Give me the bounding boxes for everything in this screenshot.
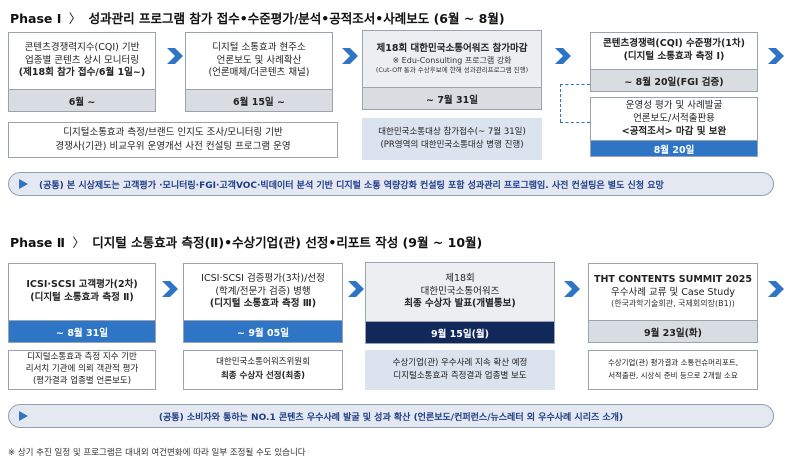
phase1-consulting-box: 디지털소통효과 측정/브랜드 인지도 조사/모니터링 기반 경쟁사(기관) 비교… <box>8 122 338 158</box>
step-text: 업종별 콘텐츠 상시 모니터링 <box>25 54 139 66</box>
phase1-step-report: 운영성 평가 및 사례발굴 언론보도/서적출판용 <공적조서> 마감 및 보완 … <box>590 97 758 157</box>
phase1-intake-box: 대한민국소통대상 참가접수(~ 7월 31일) (PR영역의 대한민국소통대상 … <box>362 118 542 160</box>
step-text: 최종 수상자 발표(개별통보) <box>404 298 516 310</box>
step-text: 언론보도/서적출판용 <box>633 112 715 124</box>
phase2-heading: 디지털 소통효과 측정(Ⅱ)•수상기업(관) 선정•리포트 작성 (9월 ~ 1… <box>92 235 483 250</box>
phase2-sub-research: 디지털소통효과 측정 지수 기반 리서치 기관에 의뢰 객관적 평가 (평가결과… <box>8 350 156 390</box>
step-date: 9월 15일(월) <box>366 321 554 343</box>
phase1-common-banner: (공통) 본 시상제도는 고객평가 ·모니터링·FGI·고객VOC·빅데이터 분… <box>8 172 774 196</box>
info-text: 대한민국소통어워즈위원회 <box>216 357 310 368</box>
triangle-right-icon <box>19 411 28 421</box>
step-text: (학계/전문가 검증) 병행 <box>215 285 311 297</box>
phase1-step-deadline: 제18회 대한민국소통어워즈 참가마감 ※ Edu-Consulting 프로그… <box>362 30 542 110</box>
step-text: THT CONTENTS SUMMIT 2025 <box>594 273 752 285</box>
step-date: ~ 8월 20일(FGI 검증) <box>591 69 757 91</box>
step-date: ~ 7월 31일 <box>363 87 541 109</box>
info-text: 경쟁사(기관) 비교우위 운영개선 사전 컨설팅 프로그램 운영 <box>55 141 291 152</box>
phase2-sub-spread: 수상기업(관) 우수사례 지속 확산 예정 디지털소통효과 측정결과 업종별 보… <box>365 350 555 390</box>
step-text: (한국과학기술회관, 국제회의장(B1)) <box>611 299 735 309</box>
info-text: 수상기업(관) 평가결과 소통컨슈머리포트, <box>607 358 739 368</box>
step-text: (디지털 소통효과 측정 Ⅲ) <box>209 298 317 310</box>
step-text: 콘텐츠경쟁력(CQI) 수준평가(1차) <box>602 38 745 50</box>
phase1-title: Phase Ⅰ 〉 성과관리 프로그램 참가 접수•수준평가/분석•공적조서•사… <box>10 8 505 27</box>
phase2-step-summit: THT CONTENTS SUMMIT 2025 우수사례 교류 및 Case … <box>588 263 758 343</box>
info-text: (평가결과 업종별 언론보도) <box>32 375 132 386</box>
step-text: 제18회 대한민국소통어워즈 참가마감 <box>376 42 528 54</box>
banner-text: (공통) 본 시상제도는 고객평가 ·모니터링·FGI·고객VOC·빅데이터 분… <box>39 180 664 191</box>
connector-line <box>560 122 590 123</box>
phase2-sub-committee: 대한민국소통어워즈위원회 최종 수상자 선정(최종) <box>183 350 343 390</box>
info-text: 서적출판, 시상식 준비 등으로 2개월 소요 <box>608 371 738 380</box>
info-text: 수상기업(관) 우수사례 지속 확산 예정 <box>392 357 528 368</box>
step-text: 디지털 소통효과 현주소 <box>212 41 306 53</box>
step-text: (언론매체/더콘텐츠 채널) <box>208 67 310 79</box>
connector-line <box>560 84 561 122</box>
info-text: 디지털소통효과 측정결과 업종별 보도 <box>393 371 527 381</box>
step-text: 대한민국소통어워즈 <box>420 285 500 297</box>
chevron-right-icon: 〉 <box>68 11 82 26</box>
info-text: 디지털소통효과 측정 지수 기반 <box>27 352 137 363</box>
step-text: (디지털 소통효과 측정 Ⅰ) <box>623 51 725 62</box>
step-text: ※ Edu-Consulting 프로그램 강화 <box>392 55 512 65</box>
step-text: 운영성 평가 및 사례발굴 <box>625 100 723 111</box>
info-text: (PR영역의 대한민국소통대상 병행 진행) <box>380 140 524 150</box>
info-text: 디지털소통효과 측정/브랜드 인지도 조사/모니터링 기반 <box>63 127 283 139</box>
step-date: 9월 23일(화) <box>589 320 757 342</box>
step-text: <공적조서> 마감 및 보완 <box>621 125 727 137</box>
step-text: ICSI·SCSI 고객평가(2차) <box>26 279 138 291</box>
step-date: ~ 8월 31일 <box>9 320 155 342</box>
step-text: ICSI·SCSI 검증평가(3차)/선정 <box>201 272 325 284</box>
step-text: 언론보도 및 사례확산 <box>216 54 302 66</box>
step-date: 6월 15일 ~ <box>186 89 332 111</box>
step-text: 제18회 <box>445 272 475 284</box>
chevron-right-icon: 〉 <box>72 235 85 250</box>
connector-line <box>560 84 590 85</box>
phase1-step-cqi: 콘텐츠경쟁력(CQI) 수준평가(1차) (디지털 소통효과 측정 Ⅰ) ~ 8… <box>590 32 758 92</box>
step-date: 6월 ~ <box>9 89 155 111</box>
phase1-heading: 성과관리 프로그램 참가 접수•수준평가/분석•공적조서•사례보도 (6월 ~ … <box>88 11 505 26</box>
step-text: (제18회 참가 접수/6월 1일~) <box>18 67 146 79</box>
step-date: 8월 20일 <box>591 140 757 156</box>
step-text: 콘텐츠경쟁력지수(CQI) 기반 <box>24 41 140 53</box>
step-date: ~ 9월 05일 <box>184 320 342 342</box>
step-text: 우수사례 교류 및 Case Study <box>611 286 735 298</box>
step-text: (디지털 소통효과 측정 Ⅱ) <box>30 292 134 303</box>
step-text: (Cut-Off 통과 수상후보에 한해 성과관리프로그램 진행) <box>375 66 529 75</box>
info-text: 최종 수상자 선정(최종) <box>220 371 306 381</box>
phase2-title: Phase Ⅱ 〉 디지털 소통효과 측정(Ⅱ)•수상기업(관) 선정•리포트 … <box>10 232 482 251</box>
info-text: 리서치 기관에 의뢰 객관적 평가 <box>25 364 139 375</box>
phase2-sub-report: 수상기업(관) 평가결과 소통컨슈머리포트, 서적출판, 시상식 준비 등으로 … <box>588 350 758 390</box>
footnote: ※ 상기 추진 일정 및 프로그램은 대내외 여건변화에 따라 일부 조정될 수… <box>8 448 306 458</box>
info-text: 대한민국소통대상 참가접수(~ 7월 31일) <box>378 126 526 137</box>
phase1-step-monitoring: 콘텐츠경쟁력지수(CQI) 기반 업종별 콘텐츠 상시 모니터링 (제18회 참… <box>8 32 156 112</box>
phase1-step-media: 디지털 소통효과 현주소 언론보도 및 사례확산 (언론매체/더콘텐츠 채널) … <box>185 32 333 112</box>
phase2-common-banner: (공통) 소비자와 통하는 NO.1 콘텐츠 우수사례 발굴 및 성과 확산 (… <box>8 404 774 428</box>
banner-text: (공통) 소비자와 통하는 NO.1 콘텐츠 우수사례 발굴 및 성과 확산 (… <box>158 412 624 423</box>
phase1-label: Phase Ⅰ <box>10 11 62 26</box>
phase2-step-verification: ICSI·SCSI 검증평가(3차)/선정 (학계/전문가 검증) 병행 (디지… <box>183 263 343 343</box>
triangle-right-icon <box>19 179 28 189</box>
phase2-label: Phase Ⅱ <box>10 235 65 250</box>
phase2-step-announcement: 제18회 대한민국소통어워즈 최종 수상자 발표(개별통보) 9월 15일(월) <box>365 262 555 344</box>
phase2-step-survey: ICSI·SCSI 고객평가(2차) (디지털 소통효과 측정 Ⅱ) ~ 8월 … <box>8 263 156 343</box>
